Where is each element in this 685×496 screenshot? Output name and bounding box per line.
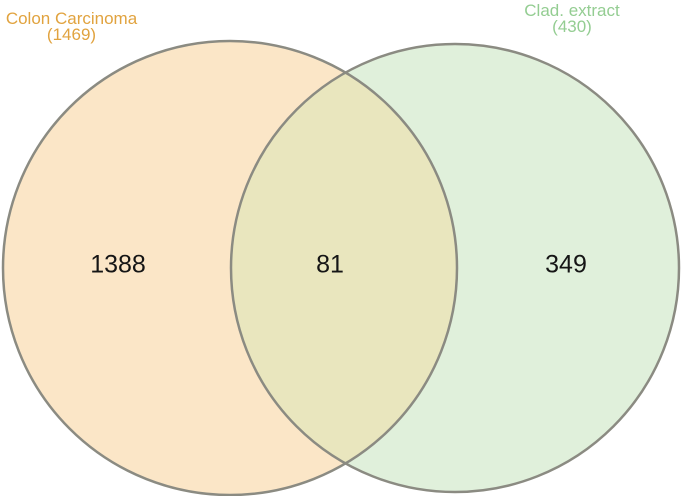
left-set-label: Colon Carcinoma (1469) (0, 9, 143, 44)
right-set-name: Clad. extract (524, 1, 620, 20)
right-circle-outline (229, 42, 681, 494)
right-set-label: Clad. extract (430) (515, 1, 629, 36)
right-set-total: (430) (552, 17, 592, 36)
overlap-lens-fill (231, 72, 457, 464)
overlap-count: 81 (316, 250, 344, 279)
right-unique-count: 349 (545, 250, 587, 279)
left-unique-count: 1388 (90, 250, 146, 279)
left-set-total: (1469) (46, 25, 97, 44)
left-set-name: Colon Carcinoma (5, 9, 138, 28)
left-circle-outline (1, 39, 459, 496)
